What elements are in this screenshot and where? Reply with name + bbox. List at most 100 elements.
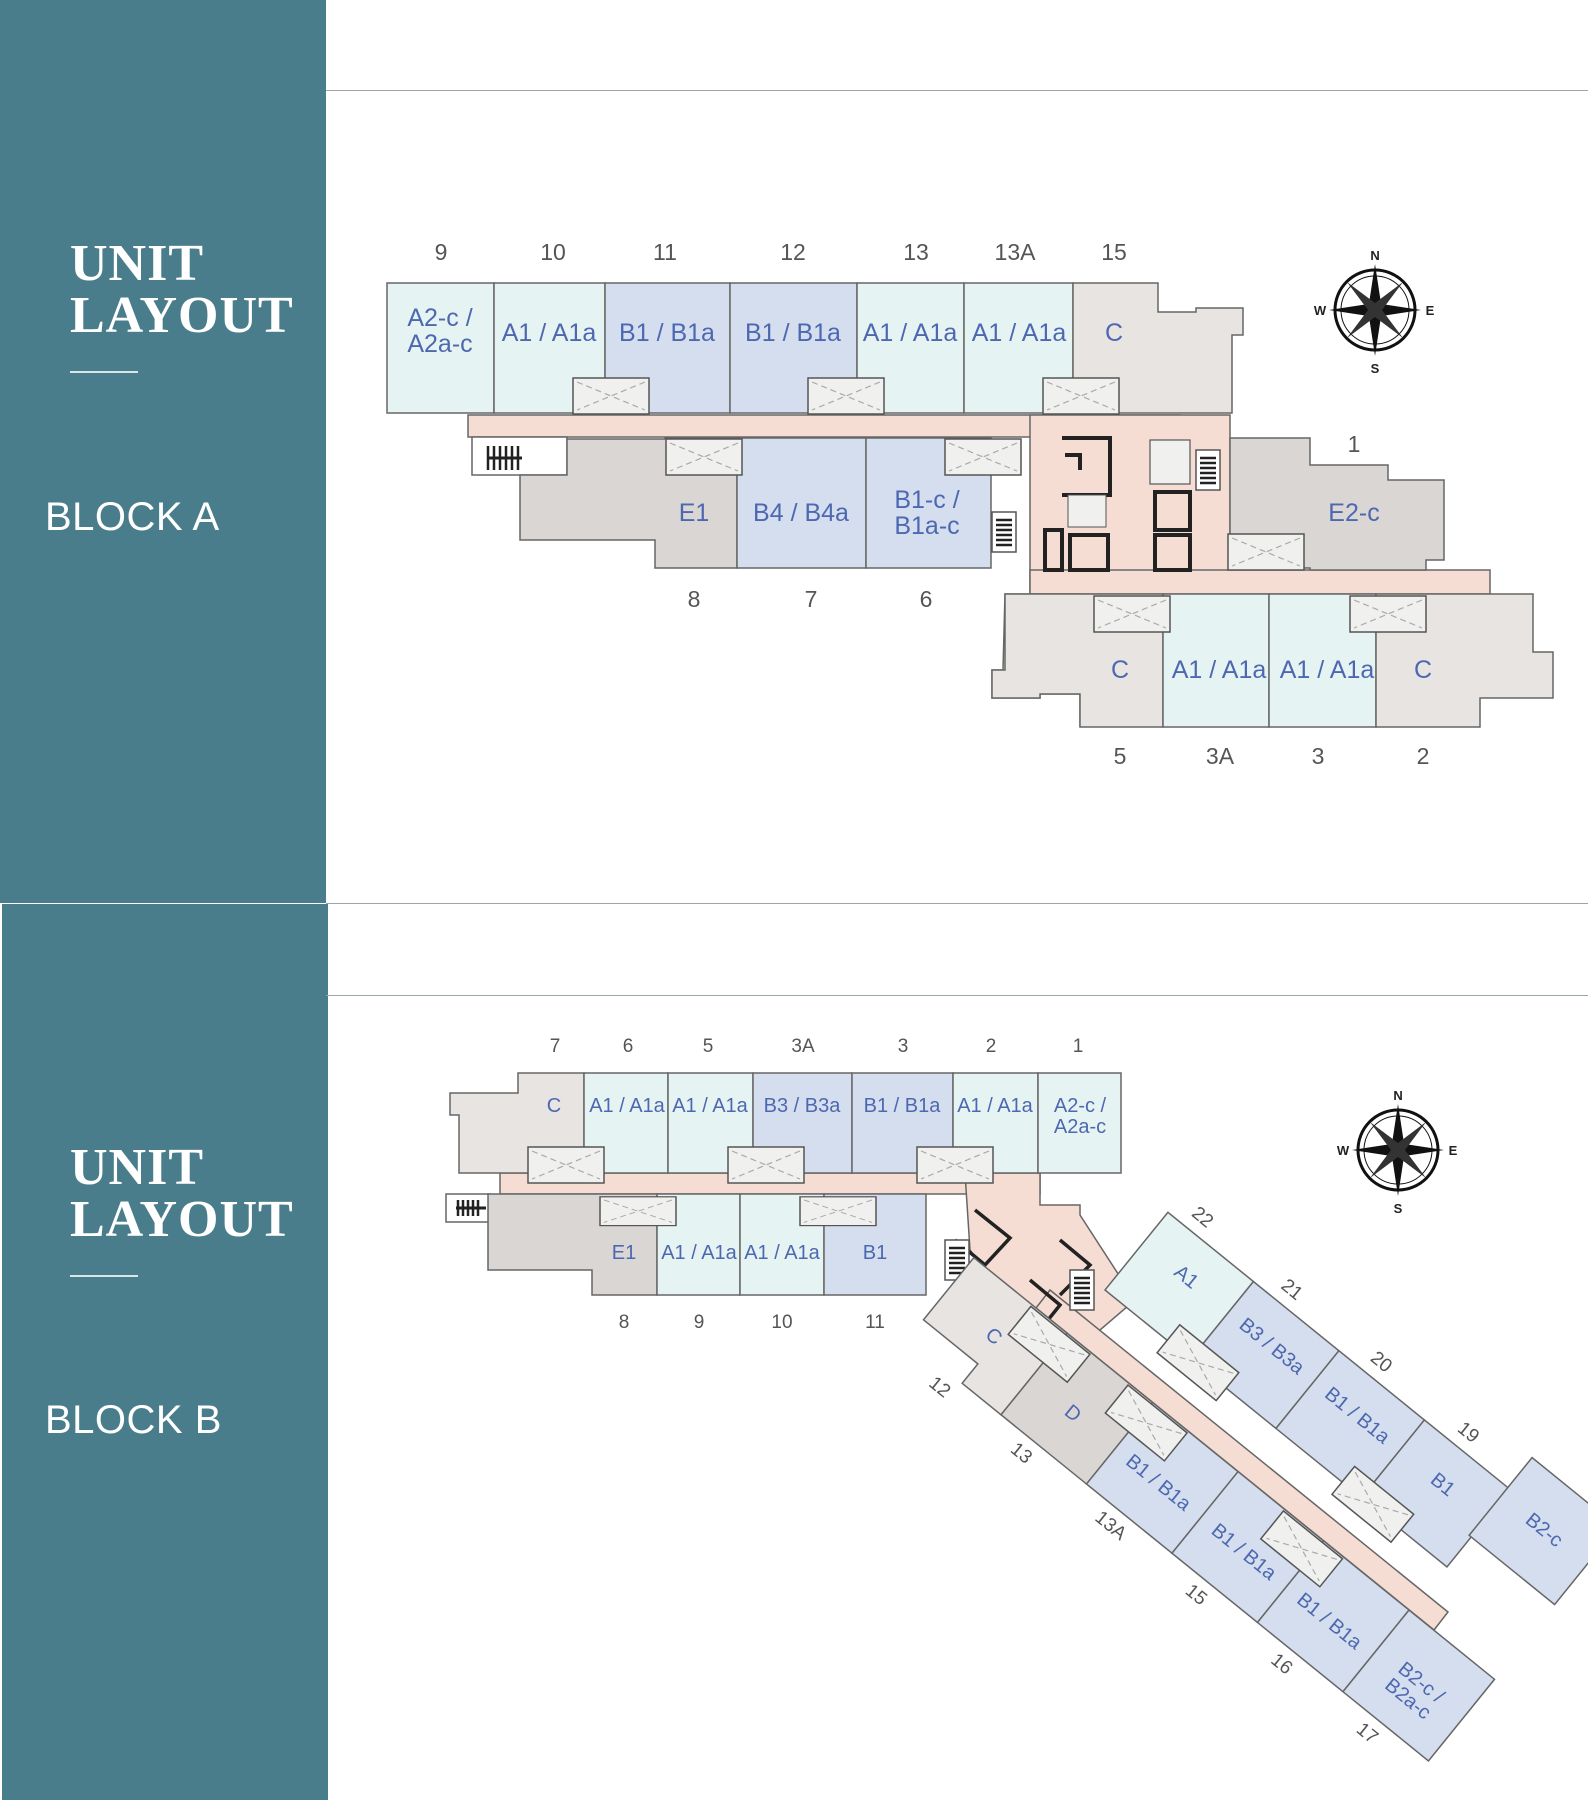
unit-number: 21 [1277,1275,1307,1305]
unit-b-18[interactable] [1468,1456,1588,1606]
title-line-layout: LAYOUT [70,287,294,344]
svg-text:E: E [1426,303,1435,318]
unit-a-1-label: E2-c [1328,499,1379,527]
unit-number: 8 [688,586,701,612]
unit-number: 8 [619,1312,630,1333]
unit-a-6-label: B1-c / [894,486,959,514]
svg-text:E: E [1449,1143,1458,1158]
svg-text:S: S [1394,1201,1403,1216]
title-line-unit: UNIT [70,235,205,292]
unit-number: 2 [1417,743,1430,769]
svg-text:S: S [1371,361,1380,376]
unit-number: 12 [925,1373,955,1403]
unit-b-2[interactable] [952,1072,1039,1174]
unit-a-3-label: A1 / A1a [1280,656,1375,684]
unit-number: 5 [1114,743,1127,769]
unit-number: 11 [653,239,677,265]
unit-number: 2 [986,1036,997,1057]
unit-number: 3 [898,1036,909,1057]
unit-number: 9 [435,239,448,265]
title-line-unit: UNIT [70,1139,205,1196]
unit-layout-title-b: UNIT LAYOUT [70,1142,294,1246]
unit-b-3a-label: B3 / B3a [764,1095,842,1117]
unit-number: 5 [703,1036,714,1057]
svg-text:N: N [1393,1088,1402,1103]
unit-a-9-label-2: A2a-c [407,330,472,358]
unit-b-11-label: B1 [863,1242,887,1264]
unit-number: 7 [550,1036,561,1057]
unit-a-13a-label: A1 / A1a [972,319,1067,347]
unit-number: 13A [995,239,1037,265]
unit-number: 3 [1312,743,1325,769]
unit-number: 16 [1267,1650,1297,1680]
unit-a-2-label: C [1414,656,1432,684]
unit-b-3-label: B1 / B1a [864,1095,942,1117]
unit-b-8-label: E1 [612,1242,636,1264]
block-b-label: BLOCK B [45,1398,222,1442]
unit-number: 13 [903,239,929,265]
title-rule-a [70,371,138,373]
unit-b-9-label: A1 / A1a [661,1242,737,1264]
unit-b-10-label: A1 / A1a [744,1242,820,1264]
unit-a-15-label: C [1105,319,1123,347]
unit-layout-title-a: UNIT LAYOUT [70,238,294,342]
unit-b-7-label: C [547,1095,561,1117]
title-rule-b [70,1275,138,1277]
unit-number: 22 [1187,1203,1217,1233]
svg-text:N: N [1370,248,1379,263]
unit-number: 9 [694,1312,705,1333]
unit-a-8-label: E1 [679,499,710,527]
unit-b-1-label: A2-c / [1054,1095,1107,1117]
unit-number: 17 [1352,1719,1382,1749]
block-a-plan: A2-c / A2a-c A1 / A1a B1 / B1a B1 / B1a … [386,239,1554,769]
unit-number: 15 [1181,1580,1211,1610]
unit-b-5-label: A1 / A1a [672,1095,748,1117]
unit-number: 12 [780,239,806,265]
unit-b-2-label: A1 / A1a [957,1095,1033,1117]
unit-a-9-label: A2-c / [407,304,472,332]
block-a-label: BLOCK A [45,495,220,539]
block-b-plan: A1 B3 / B3a B1 / B1a B1 22 21 20 19 B2-c… [445,1036,1588,1762]
unit-b-1[interactable] [1037,1072,1122,1174]
svg-text:W: W [1337,1143,1350,1158]
unit-b-6-label: A1 / A1a [589,1095,665,1117]
unit-number: 7 [805,586,818,612]
unit-a-7[interactable] [736,437,867,569]
corridor-a-lower [1029,569,1491,595]
divider-section [326,903,1588,904]
unit-number: 3A [791,1036,815,1057]
unit-b-1-label-2: A2a-c [1054,1116,1106,1138]
unit-a-11-label: B1 / B1a [619,319,715,347]
sidebar-block-b [2,904,328,1800]
unit-a-3a-label: A1 / A1a [1172,656,1267,684]
unit-number: 1 [1348,431,1361,457]
unit-b-10[interactable] [739,1193,825,1296]
compass-rose-icon: N S E W [1314,248,1435,376]
unit-number: 3A [1206,743,1235,769]
unit-a-13-label: A1 / A1a [863,319,958,347]
unit-number: 6 [920,586,933,612]
unit-b-17[interactable] [1341,1609,1496,1762]
unit-number: 11 [865,1312,885,1333]
unit-number: 10 [540,239,566,265]
divider-top-b [326,995,1588,996]
unit-number: 6 [623,1036,634,1057]
unit-a-12-label: B1 / B1a [745,319,841,347]
unit-a-10-label: A1 / A1a [502,319,597,347]
unit-a-7-label: B4 / B4a [753,499,849,527]
unit-number: 13 [1006,1439,1036,1469]
unit-number: 1 [1073,1036,1084,1057]
divider-top-a [326,90,1588,91]
sidebar-block-a [0,0,326,903]
unit-number: 19 [1453,1418,1483,1448]
unit-number: 15 [1101,239,1127,265]
compass-rose-icon: N S E W [1337,1088,1458,1216]
unit-a-11[interactable] [604,282,731,414]
unit-number: 20 [1366,1347,1396,1377]
unit-number: 10 [771,1312,792,1333]
title-line-layout: LAYOUT [70,1191,294,1248]
svg-text:W: W [1314,303,1327,318]
unit-a-6-label-2: B1a-c [894,512,959,540]
unit-a-5-label: C [1111,656,1129,684]
